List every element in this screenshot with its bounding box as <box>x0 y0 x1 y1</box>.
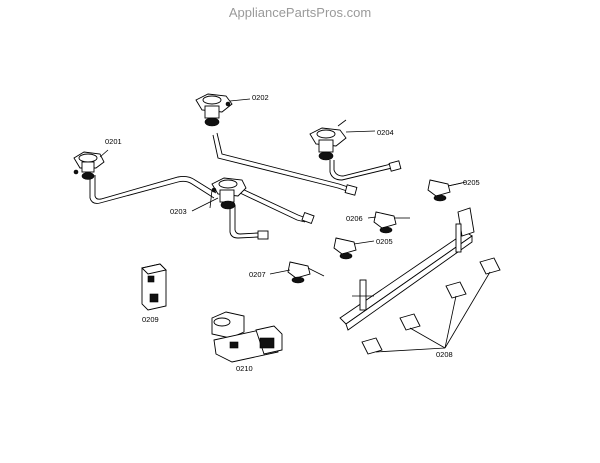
clips-0208[interactable] <box>361 257 501 355</box>
valve-0204[interactable] <box>309 119 376 161</box>
valve-0201[interactable] <box>73 149 109 180</box>
gas-tubing <box>89 132 402 240</box>
label-0210: 0210 <box>236 364 253 373</box>
label-0202: 0202 <box>252 93 269 102</box>
valve-0203[interactable] <box>191 177 247 212</box>
valve-0205-lower[interactable] <box>333 237 375 260</box>
watermark: AppliancePartsPros.com <box>229 5 371 20</box>
label-0207: 0207 <box>249 270 266 279</box>
regulator-0210[interactable] <box>211 311 283 363</box>
label-0203: 0203 <box>170 207 187 216</box>
manifold-rail[interactable] <box>339 207 475 331</box>
switch-block-0209[interactable] <box>141 263 167 311</box>
label-0205-lower: 0205 <box>376 237 393 246</box>
label-0208: 0208 <box>436 350 453 359</box>
label-0209: 0209 <box>142 315 159 324</box>
valve-0205-upper[interactable] <box>427 179 467 202</box>
valve-0206[interactable] <box>367 211 410 234</box>
part-labels: 0201 0202 0204 0203 0205 0206 0205 0207 … <box>105 93 480 373</box>
label-0204: 0204 <box>377 128 394 137</box>
label-0205-upper: 0205 <box>463 178 480 187</box>
valve-0207[interactable] <box>269 261 325 284</box>
label-0206: 0206 <box>346 214 363 223</box>
valve-0202[interactable] <box>195 93 251 127</box>
label-0201: 0201 <box>105 137 122 146</box>
